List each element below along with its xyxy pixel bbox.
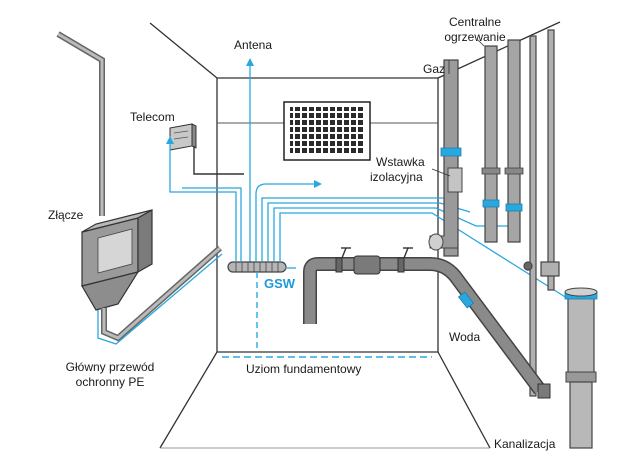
label-glowny-line2: ochronny PE [75,375,145,389]
foundation-earth [222,272,432,358]
label-centralne-line1: Centralne [448,15,502,29]
sewage-pipe [564,287,598,449]
label-zlacze: Złącze [48,208,84,222]
label-woda: Woda [449,330,481,344]
telecom-box [169,123,244,175]
antenna-bonding [246,58,254,265]
wall-grill [283,101,371,161]
risers [523,29,560,397]
label-wstawka-line1: Wstawka [376,155,425,169]
central-heating-pipes [481,39,524,243]
connection-box [81,208,153,311]
room-walls [149,21,561,449]
gsw-busbar [227,261,287,273]
label-gsw: GSW [264,276,296,291]
label-uziom: Uziom fundamentowy [246,362,362,376]
bonding-conductors [166,136,571,301]
gas-pipe [428,59,463,257]
supply-cable [56,31,105,216]
leader-lines [448,39,485,74]
label-antena: Antena [234,38,273,52]
label-centralne-line2: ogrzewanie [444,30,506,44]
label-gaz: Gaz [423,62,446,76]
label-glowny-line1: Główny przewód [65,360,155,374]
label-kanalizacja: Kanalizacja [494,437,556,451]
label-wstawka-line2: izolacyjna [370,170,423,184]
water-pipe [303,247,551,399]
label-telecom: Telecom [130,110,175,124]
